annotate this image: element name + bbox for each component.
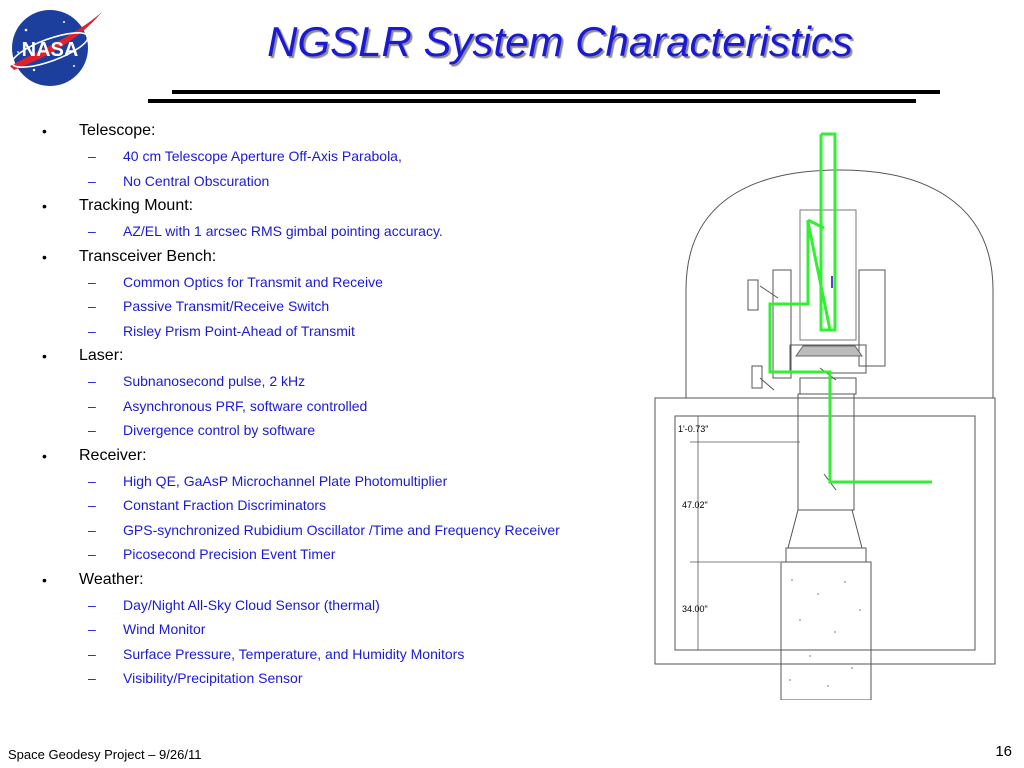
section-label: Tracking Mount: (0, 193, 640, 219)
telescope-housing-left (772, 269, 792, 379)
list-item: Passive Transmit/Receive Switch (0, 294, 640, 319)
list-item: GPS-synchronized Rubidium Oscillator /Ti… (0, 518, 640, 543)
list-item: Divergence control by software (0, 418, 640, 443)
dimension-label: 1'-0.73" (678, 424, 708, 434)
footer-project: Space Geodesy Project – 9/26/11 (8, 747, 202, 762)
list-item: Picosecond Precision Event Timer (0, 542, 640, 567)
section-label: Receiver: (0, 443, 640, 469)
section-label: Telescope: (0, 118, 640, 144)
building-inner-wall (674, 415, 976, 651)
page-title: NGSLR System Characteristics (267, 18, 853, 65)
section-label: Transceiver Bench: (0, 244, 640, 270)
dimension-label: 34.00" (682, 604, 708, 614)
section-label: Weather: (0, 567, 640, 593)
primary-mirror (795, 345, 863, 357)
beam-path (768, 132, 932, 484)
logo-wordmark: NASA (22, 39, 79, 61)
section-weather: Weather: Day/Night All-Sky Cloud Sensor … (0, 567, 640, 691)
list-item: Surface Pressure, Temperature, and Humid… (0, 642, 640, 667)
logo-orbit (11, 32, 89, 68)
list-item: Risley Prism Point-Ahead of Transmit (0, 319, 640, 344)
nasa-logo: NASA (10, 10, 102, 86)
page-number: 16 (995, 743, 1012, 760)
section-label: Laser: (0, 343, 640, 369)
mount-base (799, 377, 857, 395)
logo-vector-swoosh (10, 12, 102, 70)
telescope-tube (799, 209, 857, 341)
characteristics-list: Telescope: 40 cm Telescope Aperture Off-… (0, 118, 640, 691)
pier-flare (787, 509, 863, 549)
list-item: Subnanosecond pulse, 2 kHz (0, 369, 640, 394)
telescope-housing-right (858, 269, 886, 367)
list-item: Constant Fraction Discriminators (0, 493, 640, 518)
building-outer-wall (654, 397, 996, 665)
dimension-label: 47.02" (682, 500, 708, 510)
concrete-pier (780, 561, 872, 700)
section-receiver: Receiver: High QE, GaAsP Microchannel Pl… (0, 443, 640, 567)
list-item: Wind Monitor (0, 617, 640, 642)
list-item: High QE, GaAsP Microchannel Plate Photom… (0, 469, 640, 494)
telescope-system-diagram: 1'-0.73" 47.02" 34.00" (654, 132, 996, 700)
pier-column (797, 393, 855, 511)
list-item: AZ/EL with 1 arcsec RMS gimbal pointing … (0, 219, 640, 244)
section-tracking-mount: Tracking Mount: AZ/EL with 1 arcsec RMS … (0, 193, 640, 244)
list-item: No Central Obscuration (0, 169, 640, 194)
list-item: Asynchronous PRF, software controlled (0, 394, 640, 419)
title-rule-top (172, 90, 940, 94)
title-rule-bottom (148, 99, 916, 103)
list-item: 40 cm Telescope Aperture Off-Axis Parabo… (0, 144, 640, 169)
section-telescope: Telescope: 40 cm Telescope Aperture Off-… (0, 118, 640, 193)
list-item: Common Optics for Transmit and Receive (0, 270, 640, 295)
beam-diagonal (806, 221, 832, 331)
section-laser: Laser: Subnanosecond pulse, 2 kHz Asynch… (0, 343, 640, 443)
dome-outline (685, 169, 994, 398)
pier-flange (785, 547, 867, 563)
list-item: Visibility/Precipitation Sensor (0, 666, 640, 691)
list-item: Day/Night All-Sky Cloud Sensor (thermal) (0, 593, 640, 618)
section-transceiver-bench: Transceiver Bench: Common Optics for Tra… (0, 244, 640, 344)
